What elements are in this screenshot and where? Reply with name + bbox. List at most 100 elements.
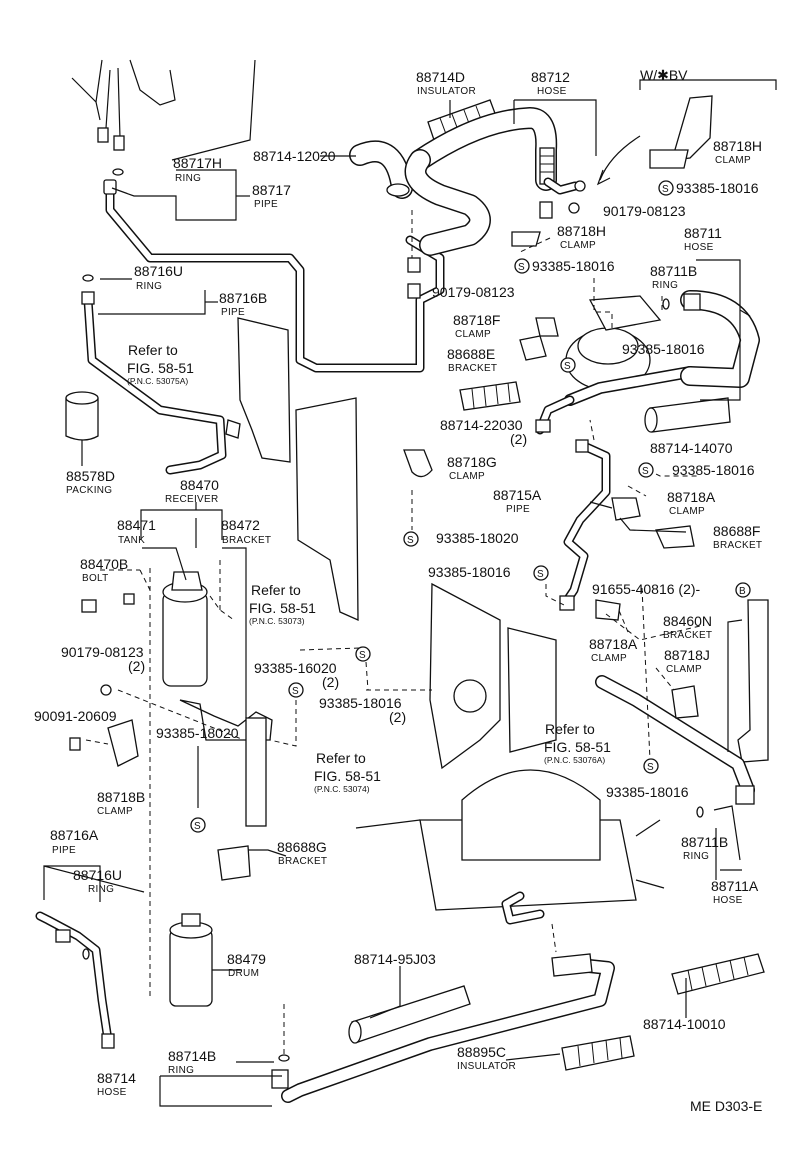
callout-88714d: 88714D INSULATOR <box>416 69 476 97</box>
svg-text:CLAMP: CLAMP <box>669 506 705 517</box>
pipe-88716a <box>35 911 115 1049</box>
svg-text:(2): (2) <box>128 658 145 674</box>
svg-text:88711A: 88711A <box>711 878 759 894</box>
callout-88718g: 88718G CLAMP <box>447 454 497 482</box>
hose-88714-95j03 <box>348 985 471 1044</box>
svg-text:88718B: 88718B <box>97 789 145 805</box>
svg-text:HOSE: HOSE <box>684 242 714 253</box>
svg-text:CLAMP: CLAMP <box>666 664 702 675</box>
bracket-88460n <box>737 599 769 763</box>
svg-text:88718H: 88718H <box>557 223 606 239</box>
callout-93385-18016-a: S 93385-18016 <box>658 180 759 196</box>
callout-88716u: 88716U RING <box>134 263 183 292</box>
packing-88578d <box>65 391 99 441</box>
svg-text:88714-12020: 88714-12020 <box>253 148 336 164</box>
refer-53073: Refer to FIG. 58-51 (P.N.C. 53073) <box>249 582 316 626</box>
svg-text:RING: RING <box>88 884 114 895</box>
callout-88711a: 88711A HOSE <box>711 878 759 906</box>
svg-text:93385-18016: 93385-18016 <box>532 258 615 274</box>
callout-88716b: 88716B PIPE <box>219 290 267 318</box>
svg-text:INSULATOR: INSULATOR <box>457 1061 516 1072</box>
callout-88717h: 88717H RING <box>173 155 222 184</box>
callout-91655-40816: 91655-40816 (2)- B <box>592 581 751 598</box>
svg-text:88688G: 88688G <box>277 839 327 855</box>
svg-text:88714-22030: 88714-22030 <box>440 417 523 433</box>
svg-text:FIG. 58-51: FIG. 58-51 <box>314 768 381 784</box>
callout-93385-16020: 93385-16020 (2) S <box>254 660 339 698</box>
hose-88711a <box>595 675 755 805</box>
svg-text:88711: 88711 <box>684 225 722 241</box>
svg-text:88718F: 88718F <box>453 312 500 328</box>
svg-text:88718J: 88718J <box>664 647 710 663</box>
clamp-88718j <box>671 685 699 719</box>
evaporator-unit <box>355 769 665 925</box>
svg-text:Refer to: Refer to <box>128 342 178 358</box>
svg-text:ME D303-E: ME D303-E <box>690 1098 762 1114</box>
bracket-88688g <box>217 845 251 881</box>
shield-53075a <box>237 317 291 463</box>
callout-88714-12020: 88714-12020 <box>253 148 336 164</box>
callout-88460n: 88460N BRACKET <box>663 613 712 641</box>
svg-text:93385-18020: 93385-18020 <box>436 530 519 546</box>
svg-text:PIPE: PIPE <box>506 504 530 515</box>
clamp-88718g <box>403 449 433 478</box>
wbv-detail <box>596 79 777 186</box>
callout-88688f: 88688F BRACKET <box>713 523 762 551</box>
svg-text:CLAMP: CLAMP <box>715 155 751 166</box>
svg-text:88716B: 88716B <box>219 290 267 306</box>
callout-88716a: 88716A PIPE <box>50 827 99 856</box>
callout-88714-95j03: 88714-95J03 <box>354 951 436 967</box>
svg-text:88714-10010: 88714-10010 <box>643 1016 726 1032</box>
clamp-88718b <box>107 719 139 767</box>
callout-88471: 88471 TANK <box>117 517 156 546</box>
callout-88718a: 88718A CLAMP <box>589 636 638 664</box>
callout-88714-22030: 88714-22030 (2) <box>440 417 527 447</box>
svg-text:S: S <box>359 650 366 661</box>
hose-88714-14070 <box>644 397 731 433</box>
svg-text:PACKING: PACKING <box>66 485 112 496</box>
svg-text:RING: RING <box>652 280 678 291</box>
callout-88688g: 88688G BRACKET <box>277 839 327 867</box>
svg-text:88717H: 88717H <box>173 155 222 171</box>
svg-text:88711B: 88711B <box>650 263 697 279</box>
svg-text:INSULATOR: INSULATOR <box>417 86 476 97</box>
svg-text:BRACKET: BRACKET <box>222 535 271 546</box>
callout-88714-10010: 88714-10010 <box>643 1016 726 1032</box>
bracket-88472 <box>179 699 273 827</box>
clamp-88718a <box>595 599 621 621</box>
shield-53074 <box>429 582 501 770</box>
callout-88718h: 88718H CLAMP <box>557 223 606 251</box>
callout-88712: 88712 HOSE <box>531 69 570 97</box>
svg-text:93385-18020: 93385-18020 <box>156 725 239 741</box>
pipe-88716b <box>81 291 241 475</box>
refer-53076a: Refer to FIG. 58-51 (P.N.C. 53076A) <box>544 721 611 765</box>
svg-text:S: S <box>642 466 649 477</box>
svg-text:S: S <box>518 262 525 273</box>
svg-text:88470: 88470 <box>180 477 219 493</box>
svg-text:FIG. 58-51: FIG. 58-51 <box>127 360 194 376</box>
hose-88714-12020 <box>349 140 413 199</box>
svg-text:93385-18016: 93385-18016 <box>428 564 511 580</box>
svg-text:S: S <box>647 762 654 773</box>
svg-text:93385-18016: 93385-18016 <box>672 462 755 478</box>
callout-88718a-top: 88718A CLAMP <box>667 489 716 517</box>
footer-code: ME D303-E <box>690 1098 762 1114</box>
shield-53076a <box>507 627 557 753</box>
svg-text:Refer to: Refer to <box>251 582 301 598</box>
receiver-tank-88471 <box>162 571 208 687</box>
shield-53073 <box>295 397 359 622</box>
refer-53075a: Refer to FIG. 58-51 (P.N.C. 53075A) <box>127 342 194 386</box>
svg-text:TANK: TANK <box>118 535 145 546</box>
svg-text:90179-08123: 90179-08123 <box>432 284 515 300</box>
svg-text:HOSE: HOSE <box>713 895 743 906</box>
bolt-88470b <box>81 593 135 613</box>
svg-text:BRACKET: BRACKET <box>278 856 327 867</box>
svg-text:S: S <box>537 569 544 580</box>
svg-text:RECEIVER: RECEIVER <box>165 494 219 505</box>
svg-text:88578D: 88578D <box>66 468 115 484</box>
svg-text:FIG. 58-51: FIG. 58-51 <box>249 600 316 616</box>
svg-text:(2): (2) <box>510 431 527 447</box>
svg-text:BOLT: BOLT <box>82 573 109 584</box>
svg-text:88472: 88472 <box>221 517 260 533</box>
